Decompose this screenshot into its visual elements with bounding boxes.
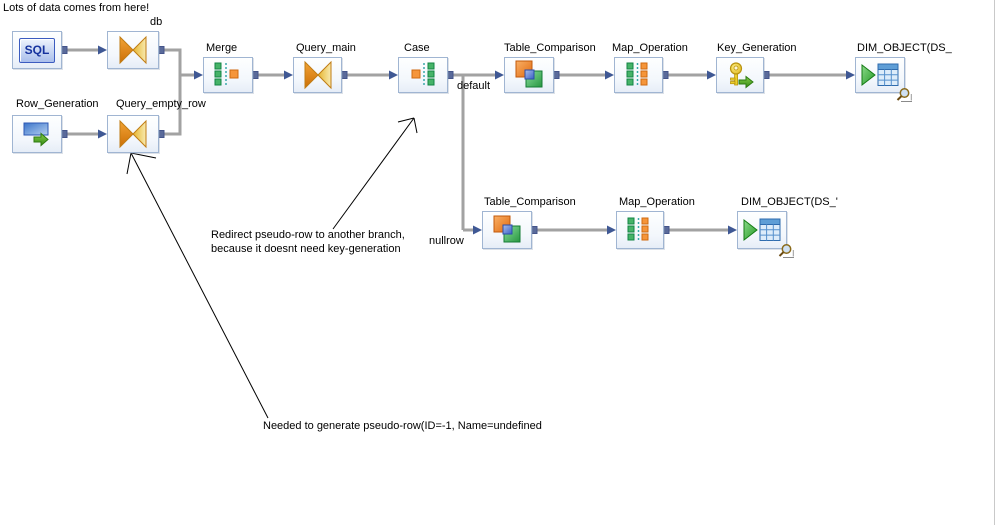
- source-note: Lots of data comes from here!: [3, 2, 150, 14]
- sql-icon: SQL: [19, 37, 55, 63]
- row-generation-icon: [23, 122, 49, 147]
- node-label-case: Case: [404, 42, 430, 54]
- node-dim-object-nullrow[interactable]: [737, 211, 794, 258]
- table-comparison-icon: [493, 215, 521, 243]
- node-table-comparison-default[interactable]: [504, 57, 554, 93]
- canvas-right-edge: [994, 0, 995, 525]
- pseudo-row-note: Needed to generate pseudo-row(ID=-1, Nam…: [263, 420, 542, 432]
- node-table-comparison-nullrow[interactable]: [482, 211, 532, 249]
- node-label-map-operation-nullrow: Map_Operation: [619, 196, 695, 208]
- table-comparison-icon: [515, 60, 543, 88]
- node-label-map-operation-default: Map_Operation: [612, 42, 688, 54]
- node-label-table-comparison-nullrow: Table_Comparison: [484, 196, 576, 208]
- view-data-magnifier-icon[interactable]: [896, 87, 913, 103]
- query-transform-icon: [119, 119, 147, 149]
- node-map-operation-nullrow[interactable]: [616, 211, 664, 249]
- annotation-arrow-to-case: [332, 117, 418, 230]
- node-dim-object-default[interactable]: [855, 57, 912, 102]
- node-label-dim-object-default: DIM_OBJECT(DS_: [857, 42, 952, 54]
- node-label-key-generation: Key_Generation: [717, 42, 797, 54]
- target-table-icon: [743, 218, 781, 242]
- query-transform-icon: [304, 60, 331, 90]
- branch-label-nullrow: nullrow: [429, 235, 464, 247]
- wire-arrowheads: [98, 45, 855, 235]
- case-transform-icon: [411, 62, 435, 86]
- node-row-generation[interactable]: [12, 115, 62, 153]
- branch-label-default: default: [457, 80, 491, 92]
- node-label-table-comparison-default: Table_Comparison: [504, 42, 596, 54]
- node-label-query-empty-row: Query_empty_row: [116, 98, 206, 110]
- merge-transform-icon: [214, 62, 239, 86]
- node-label-query-main: Query_main: [296, 42, 356, 54]
- node-label-db: db: [150, 16, 163, 28]
- redirect-note-line2: because it doesnt need key-generation: [211, 243, 401, 255]
- redirect-note-line1: Redirect pseudo-row to another branch,: [211, 229, 405, 241]
- node-label-row-generation: Row_Generation: [16, 98, 99, 110]
- annotation-arrow-to-query-empty-row: [126, 152, 269, 419]
- map-operation-icon: [626, 62, 647, 86]
- node-query-empty-row[interactable]: [107, 115, 159, 153]
- sql-icon-text: SQL: [24, 43, 50, 57]
- wire-lines: [67, 48, 847, 232]
- node-sql-source[interactable]: SQL: [12, 31, 62, 69]
- key-generation-icon: [729, 62, 754, 89]
- node-label-merge: Merge: [206, 42, 238, 54]
- node-label-dim-object-nullrow: DIM_OBJECT(DS_': [741, 196, 838, 208]
- node-query-main[interactable]: [293, 57, 342, 93]
- node-map-operation-default[interactable]: [614, 57, 663, 93]
- map-operation-icon: [627, 217, 649, 241]
- target-table-icon: [861, 63, 899, 87]
- node-case[interactable]: [398, 57, 448, 93]
- node-merge[interactable]: [203, 57, 253, 93]
- node-key-generation[interactable]: [716, 57, 764, 93]
- node-query-db[interactable]: [107, 31, 159, 69]
- query-transform-icon: [119, 35, 147, 65]
- view-data-magnifier-icon[interactable]: [778, 243, 795, 259]
